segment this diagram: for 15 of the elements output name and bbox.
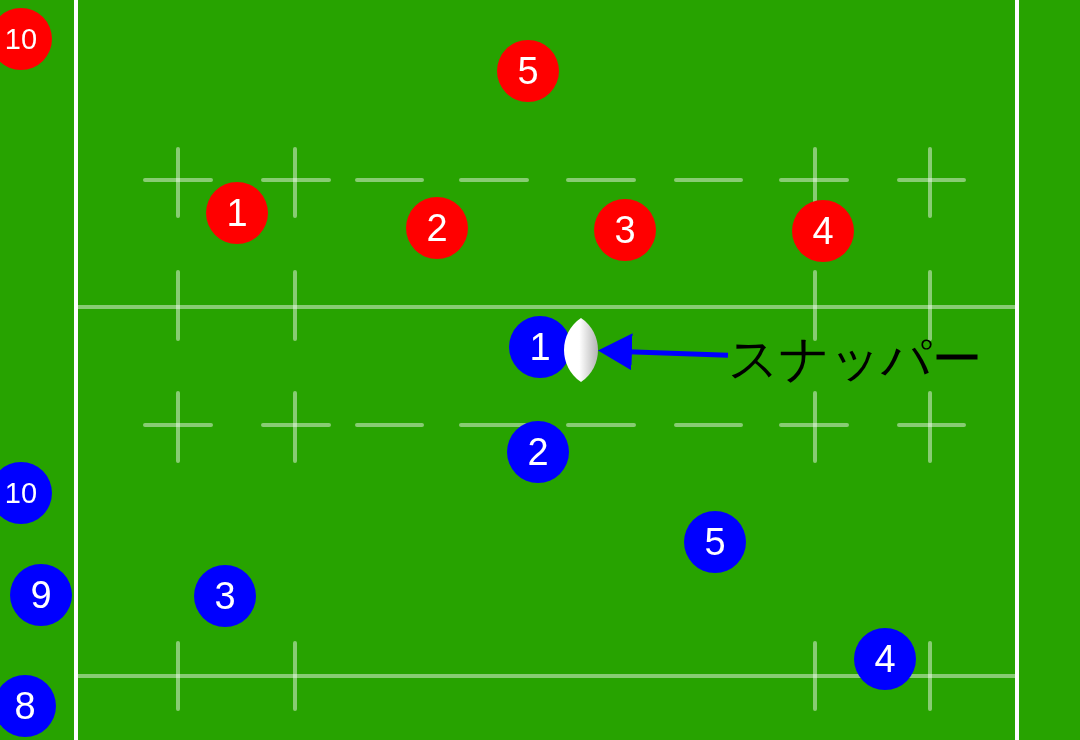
player-circle: 5 (497, 40, 559, 102)
player-circle: 4 (792, 200, 854, 262)
player-circle: 5 (684, 511, 746, 573)
player-circle: 8 (0, 675, 56, 737)
player-circle: 10 (0, 8, 52, 70)
player-circle: 3 (194, 565, 256, 627)
player-circle: 9 (10, 564, 72, 626)
player-circle: 10 (0, 462, 52, 524)
callout-label: スナッパー (728, 331, 982, 389)
player-circle: 2 (507, 421, 569, 483)
player-circle: 1 (206, 182, 268, 244)
player-circle: 4 (854, 628, 916, 690)
player-circle: 2 (406, 197, 468, 259)
arrow (597, 333, 729, 371)
player-circle: 3 (594, 199, 656, 261)
